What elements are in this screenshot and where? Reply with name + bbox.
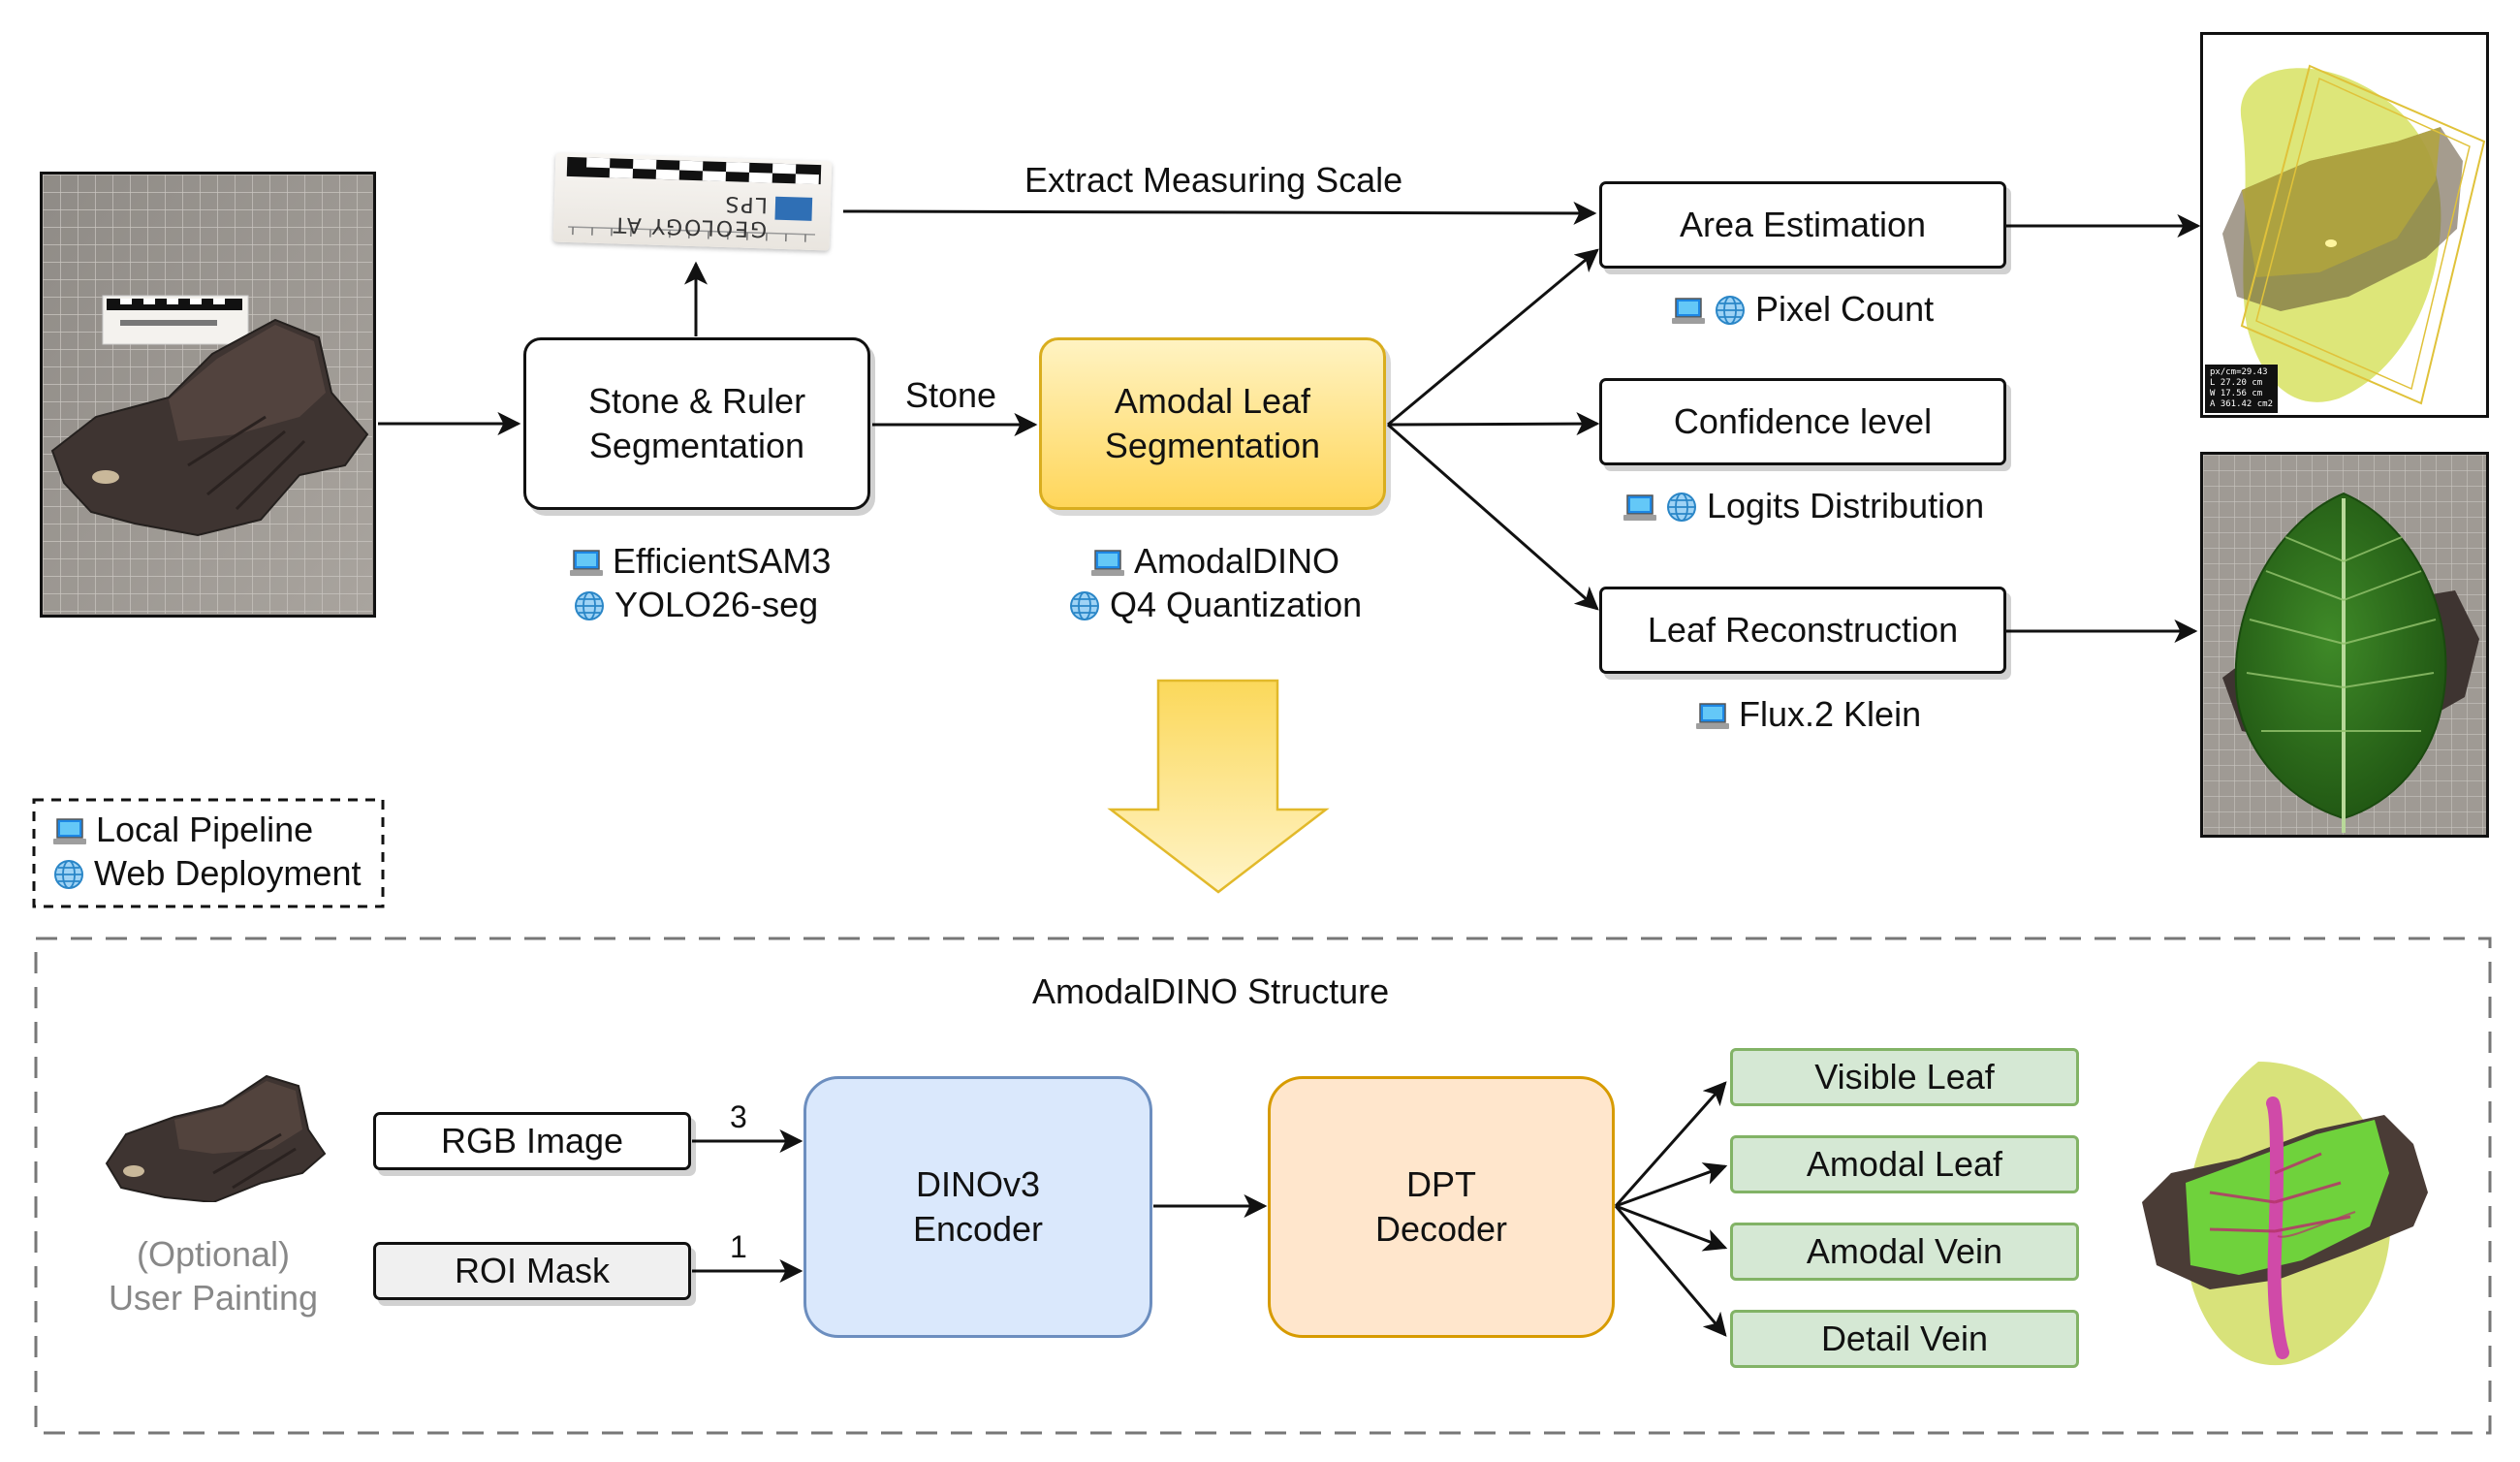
amodal-leaf-line1: Amodal Leaf bbox=[1114, 381, 1311, 421]
input-stone-photo bbox=[40, 172, 376, 618]
roi-channel-count: 1 bbox=[730, 1229, 747, 1264]
rgb-image-label: RGB Image bbox=[440, 1121, 624, 1160]
confidence-level-label: Confidence level bbox=[1673, 401, 1933, 441]
area-method-text: Pixel Count bbox=[1755, 289, 1935, 329]
dino-encoder-node: DINOv3 Encoder bbox=[803, 1076, 1152, 1338]
edge-amodal-to-confidence bbox=[1387, 412, 1600, 436]
laptop-icon bbox=[1091, 545, 1124, 588]
overlay-line-3: W 17.56 cm bbox=[2210, 389, 2263, 398]
edge-ruler-to-area bbox=[842, 201, 1597, 225]
laptop-icon bbox=[1672, 293, 1705, 335]
legend-frame bbox=[32, 798, 385, 908]
edge-decoder-to-visible bbox=[1614, 1081, 1727, 1207]
detail-vein-output: Detail Vein bbox=[1730, 1310, 2079, 1368]
overlay-line-4: A 361.42 cm2 bbox=[2210, 399, 2274, 409]
confidence-level-node: Confidence level bbox=[1599, 378, 2006, 465]
big-down-arrow bbox=[1107, 679, 1330, 894]
rgb-channel-count: 3 bbox=[730, 1099, 747, 1134]
legend-local-text: Local Pipeline bbox=[96, 810, 314, 849]
amodal-local-method: AmodalDINO bbox=[1091, 540, 1339, 588]
amodal-leaf-output-label: Amodal Leaf bbox=[1806, 1144, 2003, 1184]
ruler-label: GEOLOGY AT LPS bbox=[611, 191, 769, 241]
leaf-reconstruction-label: Leaf Reconstruction bbox=[1647, 610, 1959, 650]
stone-edge-label: Stone bbox=[905, 375, 997, 415]
stone-ruler-segmentation-node: Stone & Ruler Segmentation bbox=[523, 337, 870, 510]
laptop-icon bbox=[53, 813, 86, 856]
overlay-line-2: L 27.20 cm bbox=[2210, 378, 2263, 388]
segmentation-local-method: EfficientSAM3 bbox=[570, 540, 831, 588]
amodal-leaf-segmentation-node: Amodal Leaf Segmentation bbox=[1039, 337, 1386, 510]
optional-line2: User Painting bbox=[108, 1277, 319, 1318]
decoder-line2: Decoder bbox=[1374, 1209, 1508, 1249]
globe-icon bbox=[574, 588, 605, 631]
decoder-line1: DPT bbox=[1406, 1164, 1476, 1204]
structure-frame bbox=[34, 937, 2492, 1435]
roi-mask-label: ROI Mask bbox=[454, 1251, 610, 1290]
area-result-drawing bbox=[2222, 64, 2486, 405]
amodal-web-method: Q4 Quantization bbox=[1069, 584, 1362, 631]
reconstruction-method-text: Flux.2 Klein bbox=[1739, 694, 1922, 734]
output-mask-composite bbox=[2142, 1062, 2428, 1366]
stone-ruler-line2: Segmentation bbox=[588, 426, 805, 465]
confidence-method: Logits Distribution bbox=[1623, 485, 1984, 532]
measurement-overlay: px/cm=29.43 L 27.20 cm W 17.56 cm A 361.… bbox=[2205, 365, 2279, 413]
reconstruction-result-image bbox=[2200, 452, 2489, 838]
amodal-leaf-line2: Segmentation bbox=[1104, 426, 1321, 465]
laptop-icon bbox=[1623, 490, 1656, 532]
edge-decoder-to-amodal-leaf bbox=[1615, 1162, 1728, 1208]
visible-leaf-output: Visible Leaf bbox=[1730, 1048, 2079, 1106]
segmentation-local-text: EfficientSAM3 bbox=[613, 541, 832, 581]
amodal-vein-output: Amodal Vein bbox=[1730, 1223, 2079, 1281]
laptop-icon bbox=[570, 545, 603, 588]
legend-web: Web Deployment bbox=[53, 852, 361, 900]
segmentation-web-method: YOLO26-seg bbox=[574, 584, 818, 631]
laptop-icon bbox=[1696, 698, 1729, 741]
optional-line1: (Optional) bbox=[136, 1233, 291, 1274]
input-photo-drawing bbox=[43, 175, 372, 614]
confidence-method-text: Logits Distribution bbox=[1707, 486, 1985, 525]
optional-user-painting-label: (Optional) User Painting bbox=[78, 1229, 349, 1321]
stone-ruler-line1: Stone & Ruler bbox=[587, 381, 806, 421]
overlay-line-1: px/cm=29.43 bbox=[2210, 367, 2268, 377]
rgb-image-node: RGB Image bbox=[373, 1112, 691, 1170]
optional-stone-image bbox=[105, 1074, 327, 1202]
reconstruction-result-drawing bbox=[2203, 455, 2486, 835]
edge-decoder-to-detail-vein bbox=[1614, 1205, 1727, 1337]
dpt-decoder-node: DPT Decoder bbox=[1268, 1076, 1615, 1338]
area-method: Pixel Count bbox=[1672, 288, 1934, 335]
globe-icon bbox=[53, 857, 84, 900]
edge-decoder-to-amodal-vein bbox=[1615, 1204, 1728, 1252]
globe-icon bbox=[1069, 588, 1100, 631]
edge-amodal-to-area bbox=[1387, 248, 1599, 427]
encoder-line2: Encoder bbox=[912, 1209, 1044, 1249]
extract-scale-label: Extract Measuring Scale bbox=[1024, 160, 1403, 200]
amodal-local-text: AmodalDINO bbox=[1134, 541, 1340, 581]
legend-web-text: Web Deployment bbox=[94, 853, 362, 893]
area-estimation-label: Area Estimation bbox=[1679, 205, 1927, 244]
amodal-leaf-output: Amodal Leaf bbox=[1730, 1135, 2079, 1193]
ruler-ticks bbox=[566, 156, 822, 242]
legend-local: Local Pipeline bbox=[53, 809, 313, 856]
input-ruler-icon bbox=[102, 295, 249, 345]
structure-title: AmodalDINO Structure bbox=[1032, 971, 1390, 1011]
edge-amodal-to-reconstruction bbox=[1387, 423, 1599, 611]
area-estimation-node: Area Estimation bbox=[1599, 181, 2006, 269]
leaf-reconstruction-node: Leaf Reconstruction bbox=[1599, 587, 2006, 674]
reconstruction-method: Flux.2 Klein bbox=[1696, 693, 1921, 741]
globe-icon bbox=[1666, 490, 1697, 532]
amodal-web-text: Q4 Quantization bbox=[1110, 585, 1363, 624]
segmentation-web-text: YOLO26-seg bbox=[614, 585, 819, 624]
roi-mask-node: ROI Mask bbox=[373, 1242, 691, 1300]
detail-vein-label: Detail Vein bbox=[1820, 1319, 1989, 1358]
globe-icon bbox=[1715, 293, 1746, 335]
visible-leaf-label: Visible Leaf bbox=[1814, 1057, 1995, 1096]
amodal-vein-label: Amodal Vein bbox=[1806, 1231, 2003, 1271]
area-result-image: px/cm=29.43 L 27.20 cm W 17.56 cm A 361.… bbox=[2200, 32, 2489, 418]
encoder-line1: DINOv3 bbox=[915, 1164, 1041, 1204]
ruler-image: GEOLOGY AT LPS bbox=[552, 152, 833, 251]
